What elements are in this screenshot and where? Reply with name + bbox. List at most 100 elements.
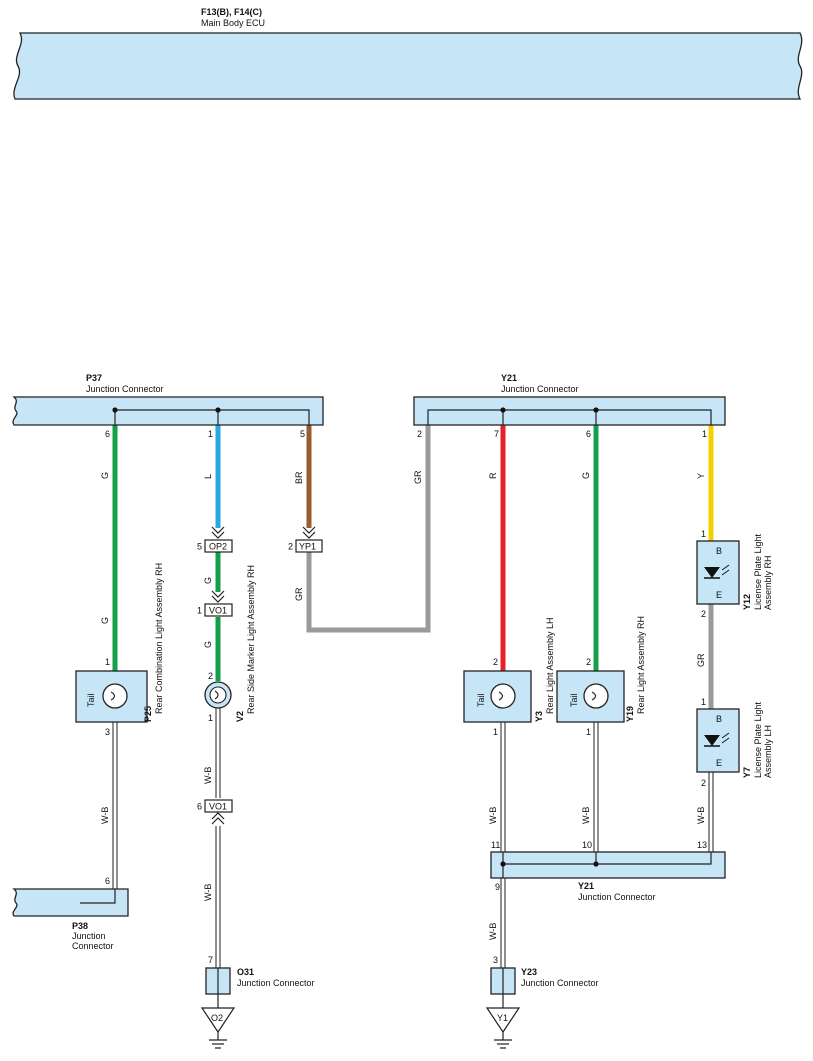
y7-pin-out: 2 — [701, 778, 706, 788]
connector-chevron — [211, 526, 225, 534]
led-icon — [704, 567, 720, 578]
wire-yp1-y21 — [306, 425, 431, 633]
y21-splice-dot — [500, 407, 506, 413]
op2-pin: 5 — [197, 542, 202, 552]
wire-label: GR — [413, 470, 423, 484]
p25-name: Rear Combination Light Assembly RH — [154, 563, 164, 714]
y7-name-line1: License Plate Light — [753, 701, 763, 778]
wire-group — [112, 425, 714, 709]
wire-label: G — [203, 641, 213, 648]
wire-label: BR — [294, 471, 304, 484]
y19-name: Rear Light Assembly RH — [636, 616, 646, 714]
y23-name: Junction Connector — [521, 978, 599, 988]
filament-icon — [498, 691, 504, 701]
y7-name-line2: Assembly LH — [763, 725, 773, 778]
y21-bottom-id: Y21 — [578, 881, 594, 891]
p38-pin: 6 — [105, 876, 110, 886]
led-icon — [704, 735, 720, 746]
y21-top-id: Y21 — [501, 373, 517, 383]
wire-label: GR — [696, 653, 706, 667]
ecu-connector-bar — [13, 32, 803, 100]
wire-label: G — [581, 472, 591, 479]
y7-id: Y7 — [742, 767, 752, 778]
y21-top-pin-1: 1 — [702, 429, 707, 439]
y23-ground: Y1 — [497, 1013, 508, 1023]
p25-id: P25 — [143, 706, 153, 722]
p25-pin-out: 3 — [105, 727, 110, 737]
component-p25: Tail 1 3 P25 Rear Combination Light Asse… — [75, 563, 164, 737]
inline-connector-vo1-b: VO1 6 — [197, 799, 233, 825]
y21-bottom-connector: 11 10 13 9 Y21 Junction Connector — [490, 840, 726, 902]
v2-name: Rear Side Marker Light Assembly RH — [246, 565, 256, 714]
inline-connector-yp1: YP1 2 — [288, 526, 323, 553]
connector-chevron — [302, 531, 316, 539]
wire-label: W-B — [488, 923, 498, 940]
p37-name: Junction Connector — [86, 384, 164, 394]
ground-point-icon — [485, 1007, 521, 1034]
v2-pin-in: 2 — [208, 671, 213, 681]
y19-inner: Tail — [569, 693, 579, 707]
ecu-name: Main Body ECU — [201, 18, 265, 28]
o31-name: Junction Connector — [237, 978, 315, 988]
y3-pin-in: 2 — [493, 657, 498, 667]
wire-label: L — [203, 474, 213, 479]
ground-point-icon — [200, 1007, 236, 1034]
y21-bottom-pin-13: 13 — [697, 840, 707, 850]
wire-label: G — [100, 472, 110, 479]
y21-bottom-pin-10: 10 — [582, 840, 592, 850]
o31-id: O31 — [237, 967, 254, 977]
p38-name-line2: Connector — [72, 941, 114, 951]
inline-connector-op2: OP2 5 — [197, 526, 233, 553]
yp1-pin: 2 — [288, 542, 293, 552]
wire-label: GR — [294, 587, 304, 601]
p37-connector — [12, 396, 324, 426]
connector-chevron — [302, 526, 316, 534]
y23-id: Y23 — [521, 967, 537, 977]
y23-pin: 3 — [493, 955, 498, 965]
wire-labels: G G L G G BR GR GR R G Y GR W-B W-B W-B … — [100, 470, 706, 940]
y12-term-b: B — [716, 546, 722, 556]
p37-bus — [114, 409, 310, 425]
y7-pin-in: 1 — [701, 697, 706, 707]
component-y3: Tail 2 1 Y3 Rear Light Assembly LH — [463, 617, 555, 737]
component-y7: B E 1 2 Y7 License Plate Light Assembly … — [696, 697, 773, 788]
connector-chevron — [211, 817, 225, 825]
wire-label: R — [488, 472, 498, 479]
y21-top-pin-2: 2 — [417, 429, 422, 439]
ecu-id: F13(B), F14(C) — [201, 7, 262, 17]
wire-label: W-B — [203, 767, 213, 784]
component-y19: Tail 2 1 Y19 Rear Light Assembly RH — [556, 616, 646, 737]
filament-icon — [591, 691, 597, 701]
o31-connector: 7 O31 Junction Connector O2 — [200, 955, 315, 1049]
filament-icon — [214, 690, 219, 700]
y21-top-pin-6: 6 — [586, 429, 591, 439]
y12-pin-out: 2 — [701, 609, 706, 619]
o31-pin: 7 — [208, 955, 213, 965]
vo1-b-label: VO1 — [209, 802, 227, 812]
y21-bottom-pin-9: 9 — [495, 882, 500, 892]
component-y12: B E 1 2 Y12 License Plate Light Assembly… — [696, 529, 773, 619]
y3-id: Y3 — [534, 711, 544, 722]
y19-id: Y19 — [625, 706, 635, 722]
y21-top-bus — [427, 409, 712, 425]
yp1-label: YP1 — [299, 542, 316, 552]
y21-bottom-name: Junction Connector — [578, 892, 656, 902]
connector-chevron — [211, 531, 225, 539]
y23-connector: 3 Y23 Junction Connector Y1 — [485, 955, 599, 1049]
wire-label: G — [203, 577, 213, 584]
wire-label: W-B — [488, 807, 498, 824]
y21-top-pin-7: 7 — [494, 429, 499, 439]
y12-name-line1: License Plate Light — [753, 533, 763, 610]
p25-pin-in: 1 — [105, 657, 110, 667]
y21-top-connector — [413, 396, 726, 426]
wb-wire-group — [112, 708, 714, 968]
p38-name-line1: Junction — [72, 931, 106, 941]
p37-pin-1: 1 — [208, 429, 213, 439]
wire-label: W-B — [581, 807, 591, 824]
filament-icon — [110, 691, 116, 701]
p37-splice-dot — [112, 407, 118, 413]
y12-term-e: E — [716, 590, 722, 600]
connector-chevron — [211, 590, 225, 598]
y7-term-b: B — [716, 714, 722, 724]
